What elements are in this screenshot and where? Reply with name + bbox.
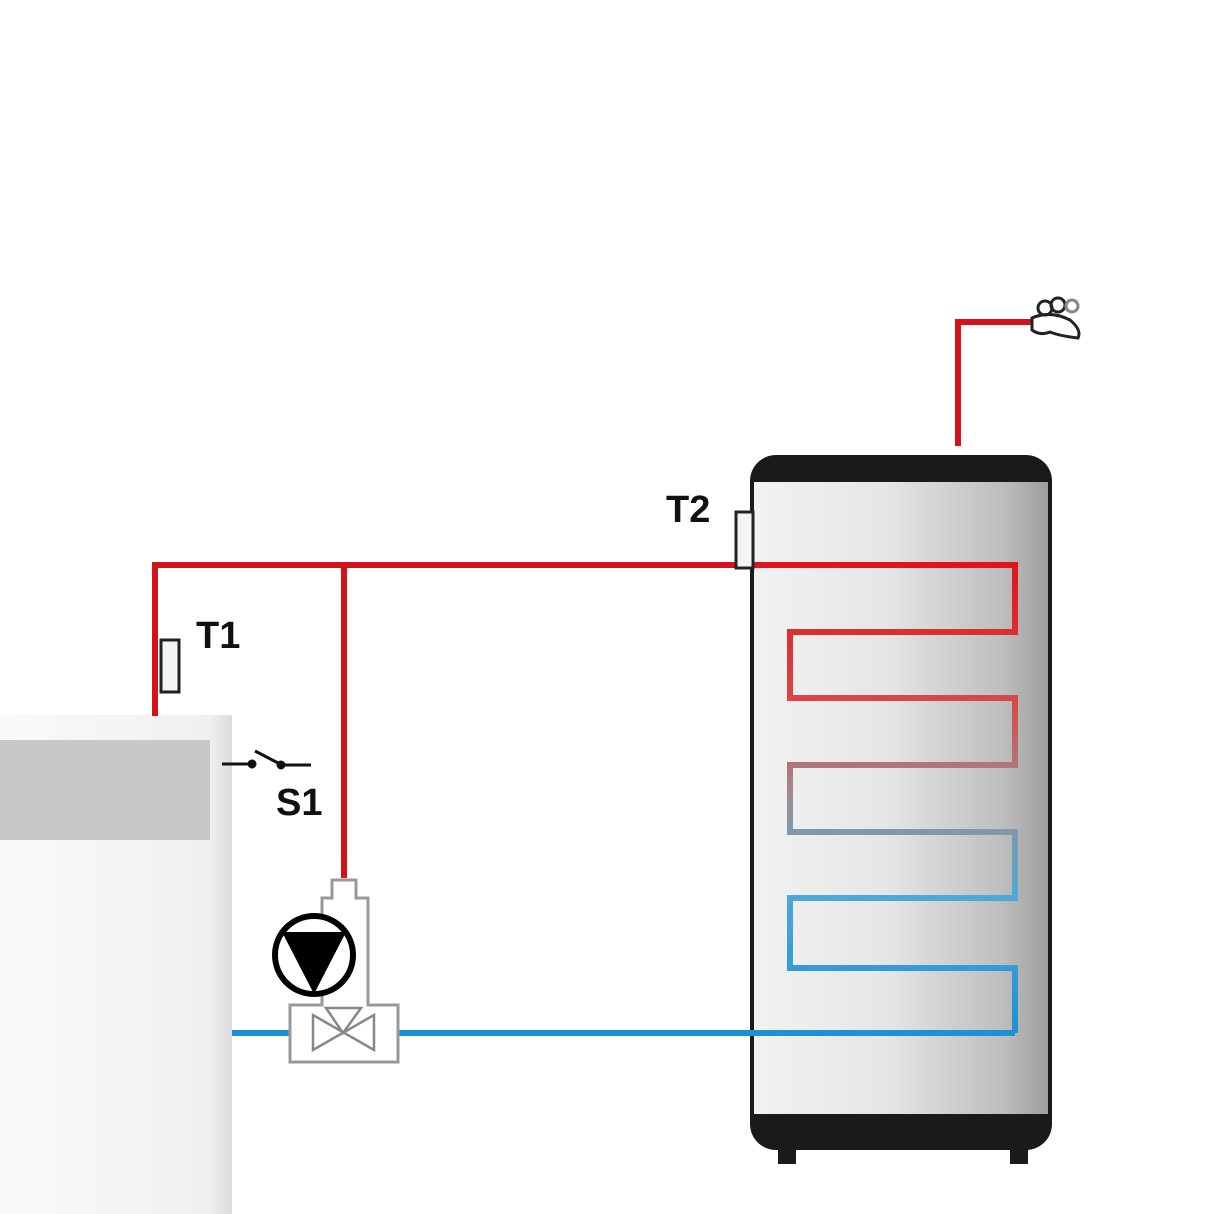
temperature-sensor-t2 bbox=[734, 510, 755, 570]
switch-icon bbox=[222, 749, 311, 770]
label-t1: T1 bbox=[196, 615, 240, 657]
boiler-panel bbox=[0, 740, 210, 840]
hot-water-outlet-pipe bbox=[955, 319, 1032, 446]
pump-valve-unit bbox=[272, 878, 400, 1064]
three-way-valve-icon bbox=[311, 1006, 376, 1053]
storage-tank bbox=[750, 455, 1052, 1164]
label-s1: S1 bbox=[276, 782, 322, 824]
faucet-icon bbox=[1030, 296, 1081, 340]
boiler bbox=[0, 715, 232, 1214]
label-t2: T2 bbox=[666, 489, 710, 531]
heating-coil bbox=[745, 562, 1018, 1033]
temperature-sensor-t1 bbox=[159, 638, 181, 694]
pump-icon bbox=[272, 913, 356, 997]
flow-pipe bbox=[152, 562, 748, 716]
